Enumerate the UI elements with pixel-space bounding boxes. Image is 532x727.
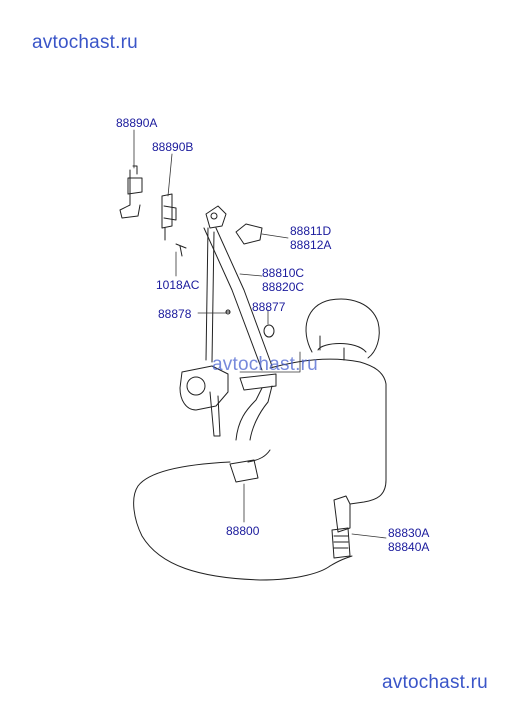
part-label-88820c: 88820C [262, 280, 305, 294]
part-label-88878: 88878 [158, 307, 192, 321]
upper-anchor-parts [119, 165, 187, 257]
watermark-top: avtochast.ru [32, 32, 138, 53]
watermark-middle: avtochast.ru [212, 354, 318, 375]
leader-lines [133, 129, 387, 539]
belt-assembly [179, 205, 277, 483]
seat-outline [133, 298, 387, 581]
part-label-88840a: 88840A [388, 540, 430, 554]
part-label-88890a: 88890A [116, 116, 158, 130]
part-label-88810c: 88810C [262, 266, 305, 280]
part-label-88812a: 88812A [290, 238, 332, 252]
part-label-88890b: 88890B [152, 140, 194, 154]
watermark-bottom: avtochast.ru [382, 672, 488, 693]
part-label-88800: 88800 [226, 524, 260, 538]
part-label-88877: 88877 [252, 300, 286, 314]
part-label-88830a: 88830A [388, 526, 430, 540]
part-label-88811d: 88811D [290, 224, 332, 238]
buckle [331, 495, 351, 559]
covers [235, 223, 275, 338]
part-label-1018ac: 1018AC [156, 278, 200, 292]
